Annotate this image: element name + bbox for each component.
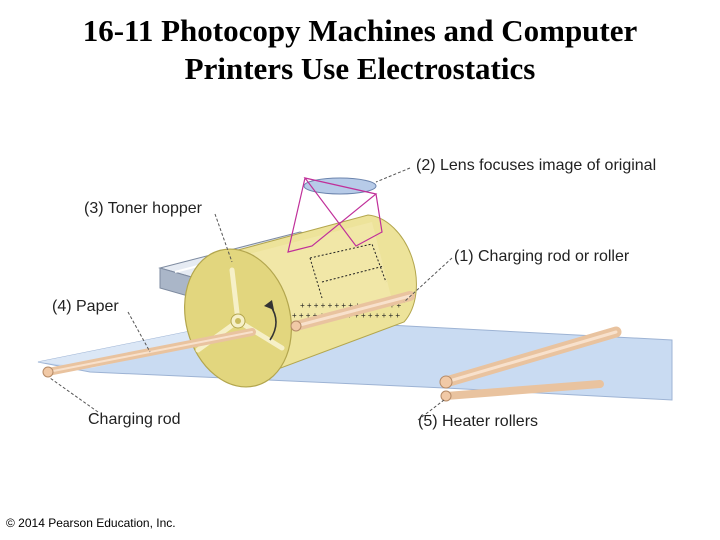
label-toner-hopper: (3) Toner hopper bbox=[84, 200, 203, 217]
slide-title-line-1: 16-11 Photocopy Machines and Computer bbox=[82, 13, 638, 48]
slide-title: 16-11 Photocopy Machines and Computer Pr… bbox=[0, 12, 720, 88]
label-charging-roller: (1) Charging rod or roller bbox=[454, 248, 630, 265]
label-paper: (4) Paper bbox=[52, 298, 119, 315]
label-heater-rollers: (5) Heater rollers bbox=[418, 413, 538, 430]
light-rays bbox=[287, 177, 383, 253]
charging-roller bbox=[290, 291, 415, 332]
leader-lines bbox=[49, 167, 453, 421]
svg-text:+ + + + + + + + + + + + + + +: + + + + + + + + + + + + + + + bbox=[300, 301, 402, 310]
lens-assembly bbox=[287, 177, 383, 253]
copyright-notice: © 2014 Pearson Education, Inc. bbox=[6, 516, 176, 530]
heater-rollers bbox=[439, 326, 622, 402]
label-lens: (2) Lens focuses image of original bbox=[416, 157, 656, 174]
label-charging-rod: Charging rod bbox=[88, 411, 181, 428]
slide-title-line-2: Printers Use Electrostatics bbox=[184, 51, 536, 86]
